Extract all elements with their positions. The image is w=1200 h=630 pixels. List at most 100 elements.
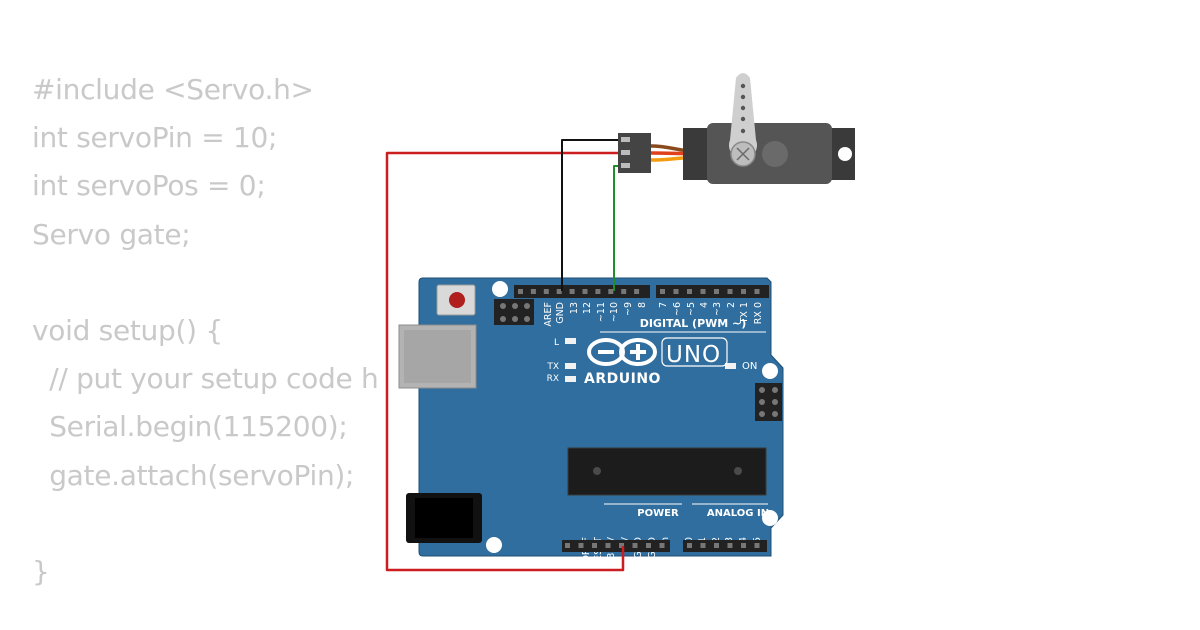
arduino-brand: ARDUINO [584,371,661,387]
power-header [562,540,767,552]
digital-pin-label: ~10 [609,302,620,322]
power-pin-label: RESET [593,537,604,568]
analog-in-label: ANALOG IN [707,508,769,519]
header-pin-hole [608,289,614,294]
uno-label-frame [661,337,728,367]
code-line: Serial.begin(115200); [32,410,348,444]
header-pin-hole [741,543,746,548]
usb-connector-inner [404,330,471,383]
header-pin-hole [700,289,706,294]
header-pin-hole [592,543,597,548]
digital-pin-label: ~9 [623,302,634,316]
digital-pin-label: AREF [543,302,554,327]
mounting-hole [762,363,778,379]
code-line: void setup() { [32,313,223,347]
header-pin-hole [727,289,733,294]
led-tx [565,363,576,369]
code-line: Servo gate; [32,217,191,251]
header-pin-hole [569,289,575,294]
header-pin-hole [621,289,627,294]
status-leds: L TX RX ON [546,338,757,384]
header-pin-hole [619,543,624,548]
servo-horn [729,73,758,160]
mounting-hole [762,510,778,526]
digital-pwm-label: DIGITAL (PWM ~) [640,317,747,330]
header-pin-hole [582,289,588,294]
mounting-hole [486,537,502,553]
servo-motor [618,73,855,184]
header-pin-hole [687,543,692,548]
code-line: #include <Servo.h> [32,73,314,106]
servo-tab-left [683,128,711,180]
digital-header [514,285,769,298]
header-pin-hole [632,543,638,548]
header-pin-hole [754,543,760,548]
code-line: // put your setup code h [32,362,379,396]
header-pin-hole [714,543,719,548]
icsp-header-right [755,383,782,421]
header-pin-hole [578,543,584,548]
infinity-plus-minus-logo-icon [587,338,657,366]
code-line: int servoPos = 0; [32,169,266,203]
servo-gear-bump [762,141,788,167]
led-rx-label: RX [547,374,559,384]
code-line: gate.attach(servoPin); [32,458,355,492]
mounting-hole [492,281,508,297]
header-pin-hole [714,289,719,294]
led-l-label: L [554,338,559,348]
digital-pin-label: ~5 [686,302,697,316]
header-pin-hole [605,543,611,548]
header-pin-hole [659,543,665,548]
digital-pin-label: ~6 [672,302,683,316]
icsp-header-top [494,299,534,325]
reset-button-cap[interactable] [449,292,465,308]
digital-pin-label: RX 0 [753,302,764,324]
digital-pin-label: 8 [637,302,648,308]
wire-gnd-to-servo [561,139,618,291]
led-l [565,338,576,344]
wire-5v-to-servo-power [385,151,625,572]
wire-pin10-to-servo-signal [613,165,618,291]
digital-pin-label: GND [555,302,566,324]
header-pin-hole [518,289,523,294]
digital-pin-label: ~11 [596,302,607,322]
power-label: POWER [637,508,679,519]
code-snippet: #include <Servo.h> int servoPin = 10; int … [32,66,379,596]
digital-pin-label: 2 [726,302,737,308]
servo-tab-hole [838,147,852,161]
header-pin-hole [646,543,651,548]
header-pin-hole [727,543,733,548]
header-pin-hole [543,289,549,294]
led-tx-label: TX [546,362,559,372]
code-line: int servoPin = 10; [32,121,278,155]
header-pin-hole [634,289,640,294]
digital-pin-label: 7 [658,302,669,308]
code-line: } [32,554,50,588]
header-pin-hole [556,289,562,294]
header-pin-hole [595,289,601,294]
digital-pin-label: 4 [699,302,710,308]
header-pin-hole [754,289,760,294]
header-pin-hole [530,289,536,294]
header-pin-hole [565,543,570,548]
atmega-chip [567,447,767,496]
led-rx [565,376,576,382]
header-pin-hole [660,289,665,294]
header-pin-hole [741,289,746,294]
led-on [725,363,736,369]
digital-pin-label: 12 [582,302,593,314]
header-pin-hole [673,289,679,294]
dc-power-jack [406,493,482,543]
header-pin-hole [700,543,706,548]
digital-pin-label: ~3 [712,302,723,316]
uno-label: UNO [666,342,721,368]
led-on-label: ON [742,361,757,372]
logo-minus [598,350,614,354]
digital-pin-label: TX 1 [739,302,750,324]
header-pin-hole [687,289,692,294]
logo-plus-v [636,344,640,360]
digital-pin-label: 13 [569,302,580,314]
